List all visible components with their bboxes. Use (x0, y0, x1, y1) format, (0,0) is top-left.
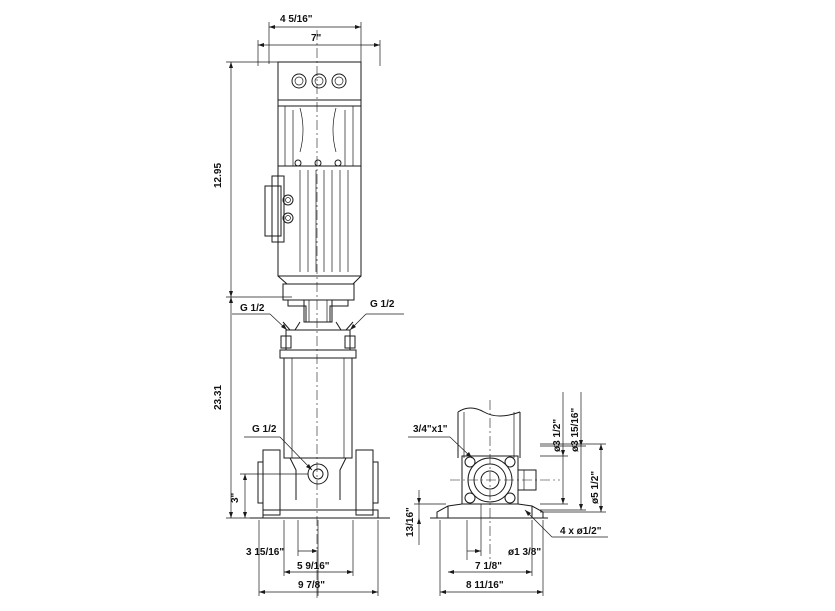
dim-bottom-3-15-16-label: 3 15/16" (246, 547, 284, 558)
motor-terminal-box (277, 61, 362, 107)
dim-top-4-5-16: 4 5/16" (268, 14, 362, 64)
dim-side-dia-1-3-8-label: ø1 3/8" (508, 547, 541, 558)
callout-g-left-top-label: G 1/2 (240, 303, 265, 314)
dim-bottom-3-15-16: 3 15/16" (246, 520, 319, 596)
callout-g-left-top: G 1/2 (232, 303, 288, 331)
motor-body (277, 105, 362, 285)
dim-side-dia-3-1-2-label: ø3 1/2" (552, 419, 563, 452)
dim-height-pump: 23.31 (213, 297, 256, 519)
front-view: G 1/2 G 1/2 G 1/2 4 5/16" 7" (213, 14, 404, 600)
dim-height-base: 3" (230, 473, 308, 518)
callout-g-right-top-label: G 1/2 (370, 299, 395, 310)
dim-side-8-11-16-label: 8 11/16" (466, 580, 504, 591)
dim-side-7-1-8: 7 1/8" (439, 520, 533, 596)
dim-bottom-9-7-8: 9 7/8" (259, 520, 379, 596)
dim-height-motor-label: 12.95 (213, 163, 224, 188)
dim-height-base-label: 3" (230, 492, 241, 503)
dim-side-8-11-16: 8 11/16" (440, 520, 544, 596)
side-view: ø3 1/2" ø3 15/16" ø5 1/2" 13/16" (405, 392, 608, 596)
callout-g-drain-label: G 1/2 (252, 424, 277, 435)
motor-stool (282, 283, 355, 323)
dim-bottom-5-9-16: 5 9/16" (283, 520, 354, 576)
dim-height-motor: 12.95 (213, 61, 292, 298)
callout-g-drain: G 1/2 (244, 424, 313, 471)
dim-top-7: 7" (257, 33, 381, 66)
side-flange (461, 455, 537, 505)
dim-bottom-5-9-16-label: 5 9/16" (297, 561, 330, 572)
dim-side-7-1-8-label: 7 1/8" (475, 561, 502, 572)
dim-side-dia-5-1-2-label: ø5 1/2" (590, 471, 601, 504)
pump-sleeve (283, 357, 353, 459)
dim-bottom-9-7-8-label: 9 7/8" (298, 580, 325, 591)
dim-side-13-16-label: 13/16" (405, 507, 416, 537)
dim-side-dia-3-1-2: ø3 1/2" (540, 392, 568, 505)
dim-side-dia-1-3-8: ø1 3/8" (466, 504, 541, 560)
dim-top-4-5-16-label: 4 5/16" (280, 14, 313, 25)
callout-flange-bolt-label: 3/4"x1" (413, 424, 448, 435)
dim-side-13-16: 13/16" (405, 490, 446, 545)
side-foot (430, 503, 548, 519)
dim-height-pump-label: 23.31 (213, 385, 224, 410)
callout-g-right-top: G 1/2 (349, 299, 404, 331)
callout-side-bolts: 4 x ø1/2" (524, 509, 608, 538)
dim-side-dia-5-1-2: ø5 1/2" (540, 443, 606, 513)
pump-base (250, 449, 390, 519)
dim-top-7-label: 7" (311, 33, 322, 44)
motor-side-box (264, 175, 294, 243)
dim-side-bolts-label: 4 x ø1/2" (560, 526, 602, 537)
dim-side-dia-3-15-16: ø3 15/16" (540, 392, 586, 511)
side-sleeve (457, 407, 521, 458)
callout-flange-bolt: 3/4"x1" (408, 424, 473, 459)
dim-side-dia-3-15-16-label: ø3 15/16" (570, 408, 581, 452)
pump-head (279, 321, 357, 359)
